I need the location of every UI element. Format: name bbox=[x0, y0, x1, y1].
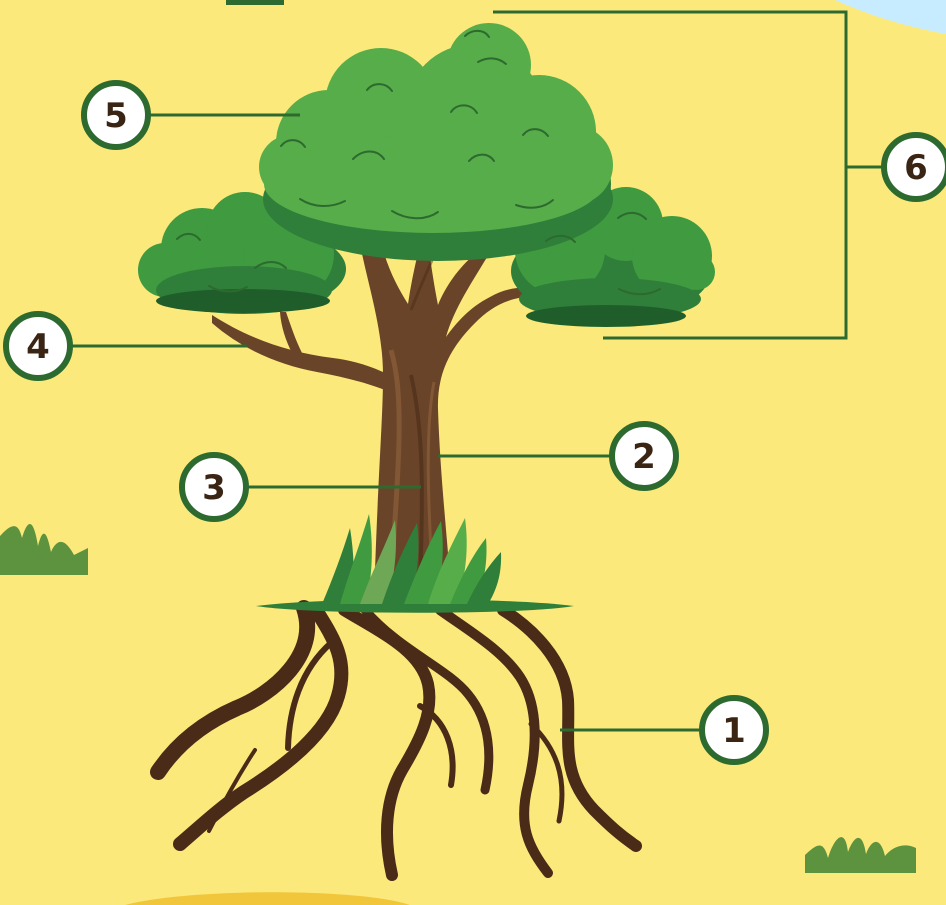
marker-label-1: 1 bbox=[722, 711, 746, 751]
trunk-grass-illustration bbox=[322, 514, 502, 604]
roots-illustration bbox=[150, 600, 642, 881]
right-grass-tuft bbox=[805, 837, 916, 873]
leader-line-6-top bbox=[493, 10, 848, 340]
left-branch-illustration bbox=[212, 312, 391, 392]
leader-lines bbox=[70, 10, 885, 732]
canopy-illustration bbox=[138, 23, 715, 327]
top-left-fragment bbox=[226, 0, 284, 5]
marker-4: 4 bbox=[3, 311, 73, 381]
marker-label-6: 6 bbox=[904, 148, 928, 188]
left-grass-tuft bbox=[0, 523, 88, 575]
marker-label-2: 2 bbox=[632, 437, 656, 477]
marker-5: 5 bbox=[81, 80, 151, 150]
marker-label-5: 5 bbox=[104, 96, 128, 136]
bottom-ground-strip bbox=[125, 892, 410, 905]
sky-corner bbox=[835, 0, 946, 34]
marker-label-4: 4 bbox=[26, 327, 50, 367]
marker-1: 1 bbox=[699, 695, 769, 765]
marker-6: 6 bbox=[881, 132, 946, 202]
marker-3: 3 bbox=[179, 452, 249, 522]
marker-2: 2 bbox=[609, 421, 679, 491]
marker-label-3: 3 bbox=[202, 468, 226, 508]
